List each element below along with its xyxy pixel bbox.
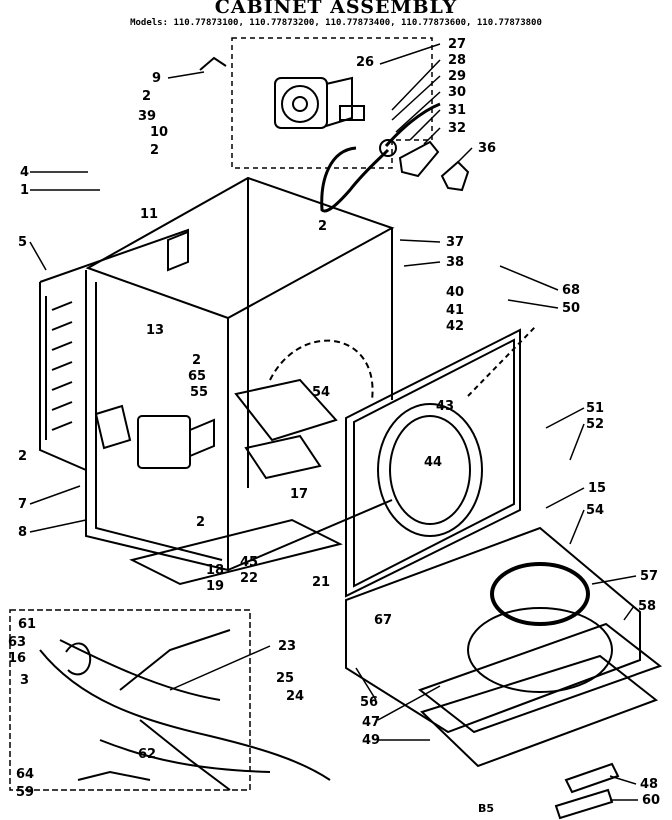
callout-30: 30 bbox=[448, 85, 466, 100]
callout-16: 16 bbox=[8, 651, 26, 666]
callout-48: 48 bbox=[640, 777, 658, 792]
door-seal-part bbox=[490, 562, 590, 626]
callout-47: 47 bbox=[362, 715, 380, 730]
side-louvers bbox=[51, 301, 73, 431]
callout-41: 41 bbox=[446, 303, 464, 318]
cabinet-part bbox=[39, 176, 395, 586]
door-handle-part bbox=[554, 762, 620, 820]
callout-23: 23 bbox=[278, 639, 296, 654]
callout-9: 9 bbox=[152, 71, 161, 86]
drive-motor-part bbox=[199, 56, 365, 129]
callout-18: 18 bbox=[206, 563, 224, 578]
callout-2b: 2 bbox=[18, 449, 27, 464]
callout-50: 50 bbox=[562, 301, 580, 316]
callout-45: 45 bbox=[240, 555, 258, 570]
callout-59: 59 bbox=[16, 785, 34, 800]
page-code: B5 bbox=[478, 802, 495, 815]
callout-labels: 1 2 3 4 5 7 8 9 10 11 13 15 16 17 18 19 … bbox=[8, 37, 660, 808]
callout-43: 43 bbox=[436, 399, 454, 414]
callout-8: 8 bbox=[18, 525, 27, 540]
callout-37: 37 bbox=[446, 235, 464, 250]
callout-29: 29 bbox=[448, 69, 466, 84]
wiring-harness-part bbox=[9, 609, 251, 791]
leader-lines bbox=[29, 43, 638, 801]
front-panel-part bbox=[345, 325, 537, 598]
callout-62: 62 bbox=[138, 747, 156, 762]
callout-21: 21 bbox=[312, 575, 330, 590]
callout-24: 24 bbox=[286, 689, 304, 704]
callout-2: 2 bbox=[142, 89, 151, 104]
callout-39: 39 bbox=[138, 109, 156, 124]
callout-64: 64 bbox=[16, 767, 34, 782]
callout-58: 58 bbox=[638, 599, 656, 614]
callout-11: 11 bbox=[140, 207, 158, 222]
callout-1: 1 bbox=[20, 183, 29, 198]
callout-55: 55 bbox=[190, 385, 208, 400]
callout-27: 27 bbox=[448, 37, 466, 52]
callout-10: 10 bbox=[150, 125, 168, 140]
callout-54: 54 bbox=[586, 503, 604, 518]
idler-pulley-part bbox=[379, 139, 470, 192]
motor-group-box bbox=[231, 37, 433, 169]
burner-assembly-part bbox=[94, 378, 338, 480]
callout-7: 7 bbox=[18, 497, 27, 512]
callout-54b: 54 bbox=[312, 385, 330, 400]
callout-4: 4 bbox=[20, 165, 29, 180]
diagram-title: CABINET ASSEMBLY bbox=[214, 0, 458, 18]
callout-5: 5 bbox=[18, 235, 27, 250]
callout-49: 49 bbox=[362, 733, 380, 748]
callout-31: 31 bbox=[448, 103, 466, 118]
callout-65: 65 bbox=[188, 369, 206, 384]
callout-22: 22 bbox=[240, 571, 258, 586]
callout-2d: 2 bbox=[318, 219, 327, 234]
callout-13: 13 bbox=[146, 323, 164, 338]
callout-2e: 2 bbox=[192, 353, 201, 368]
callout-57: 57 bbox=[640, 569, 658, 584]
callout-15: 15 bbox=[588, 481, 606, 496]
callout-28: 28 bbox=[448, 53, 466, 68]
drive-belt-part bbox=[320, 102, 441, 213]
callout-52: 52 bbox=[586, 417, 604, 432]
callout-68: 68 bbox=[562, 283, 580, 298]
callout-56: 56 bbox=[360, 695, 378, 710]
callout-32: 32 bbox=[448, 121, 466, 136]
callout-51: 51 bbox=[586, 401, 604, 416]
callout-3: 3 bbox=[20, 673, 29, 688]
callout-61: 61 bbox=[18, 617, 36, 632]
model-numbers: Models: 110.77873100, 110.77873200, 110.… bbox=[130, 18, 542, 28]
callout-40: 40 bbox=[446, 285, 464, 300]
door-part bbox=[345, 526, 663, 768]
callout-17: 17 bbox=[290, 487, 308, 502]
callout-25: 25 bbox=[276, 671, 294, 686]
wiring-harness-wires bbox=[39, 629, 331, 791]
callout-63: 63 bbox=[8, 635, 26, 650]
callout-42: 42 bbox=[446, 319, 464, 334]
callout-2f: 2 bbox=[150, 143, 159, 158]
callout-2c: 2 bbox=[196, 515, 205, 530]
callout-44: 44 bbox=[424, 455, 442, 470]
callout-36: 36 bbox=[478, 141, 496, 156]
callout-60: 60 bbox=[642, 793, 660, 808]
callout-26: 26 bbox=[356, 55, 374, 70]
callout-67: 67 bbox=[374, 613, 392, 628]
callout-19: 19 bbox=[206, 579, 224, 594]
callout-38: 38 bbox=[446, 255, 464, 270]
